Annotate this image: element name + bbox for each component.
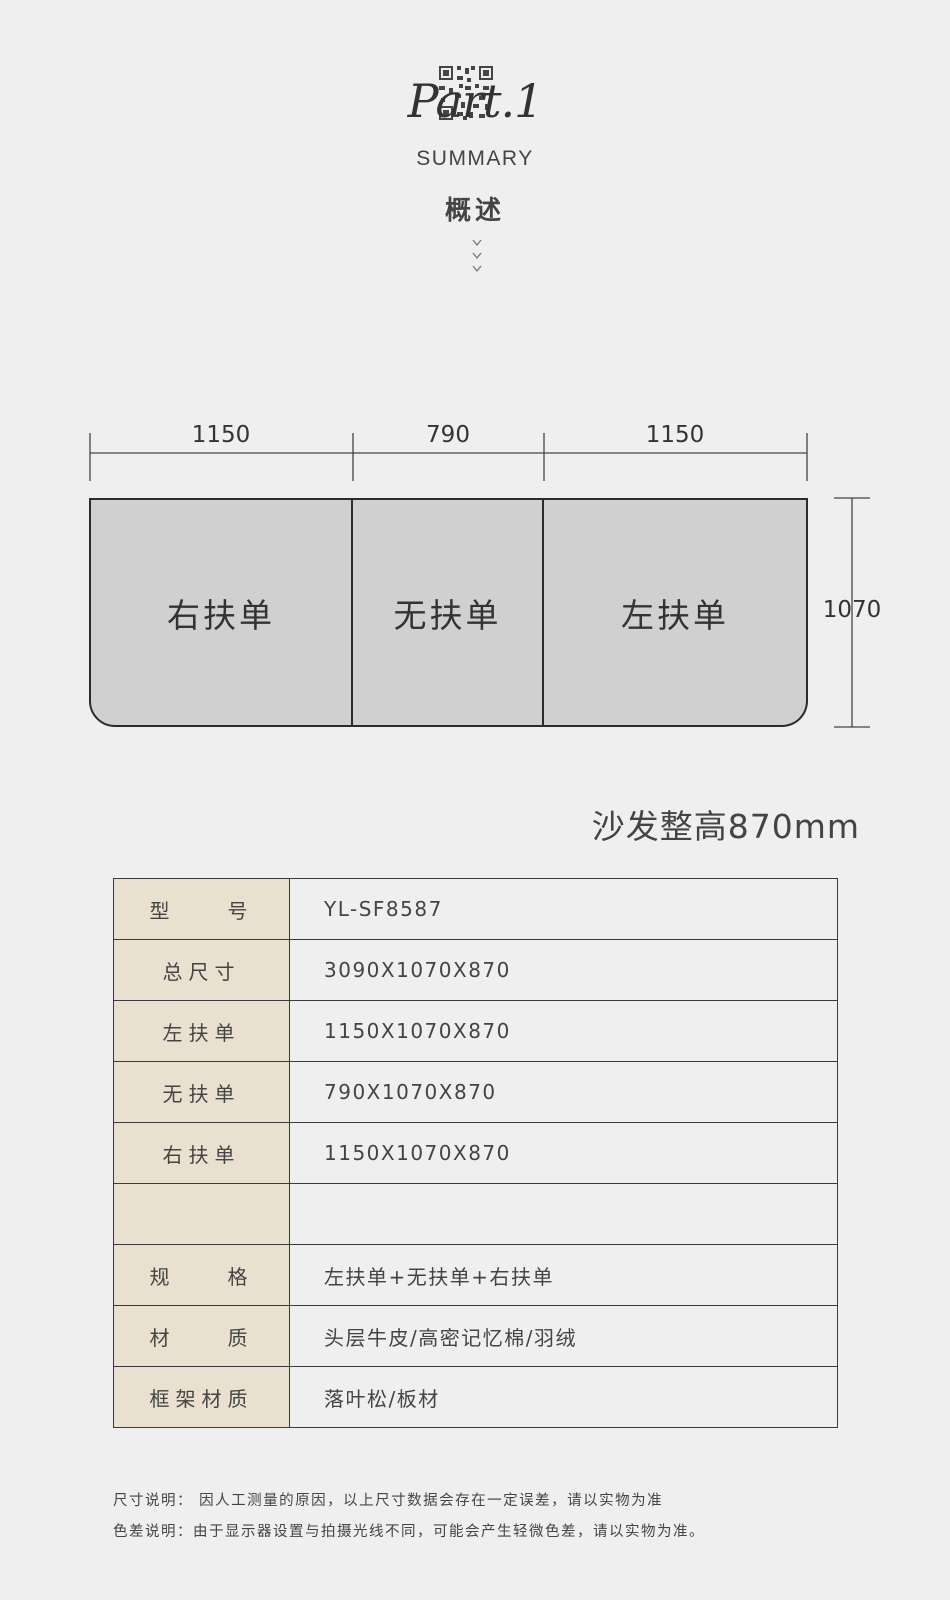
color-note: 色差说明：由于显示器设置与拍摄光线不同，可能会产生轻微色差，请以实物为准。 <box>113 1524 705 1540</box>
spec-value: 1150X1070X870 <box>289 1122 838 1184</box>
table-row: 规 格左扶单+无扶单+右扶单 <box>113 1244 838 1306</box>
spec-label: 规 格 <box>113 1244 290 1306</box>
table-row: 材 质头层牛皮/高密记忆棉/羽绒 <box>113 1305 838 1367</box>
spec-label: 总尺寸 <box>113 939 290 1001</box>
spec-label <box>113 1183 290 1245</box>
depth-label: 1070 <box>822 597 882 623</box>
width-label-right: 1150 <box>645 422 705 448</box>
spec-value: 落叶松/板材 <box>289 1366 838 1428</box>
sofa-segment-left-arm: 左扶单 <box>544 498 808 727</box>
dimension-lines <box>89 433 870 728</box>
spec-value <box>289 1183 838 1245</box>
table-row: 框架材质落叶松/板材 <box>113 1366 838 1428</box>
qr-code-icon <box>437 64 495 122</box>
spec-value: 左扶单+无扶单+右扶单 <box>289 1244 838 1306</box>
spec-label: 无扶单 <box>113 1061 290 1123</box>
footnotes: 尺寸说明： 因人工测量的原因，以上尺寸数据会存在一定误差，请以实物为准 色差说明… <box>113 1486 705 1548</box>
width-label-left: 1150 <box>191 422 251 448</box>
spec-value: YL-SF8587 <box>289 878 838 940</box>
part-title: Part.1 <box>407 74 544 128</box>
spec-label: 框架材质 <box>113 1366 290 1428</box>
down-arrows-icon <box>472 239 482 273</box>
section-title: 概述 <box>444 196 505 226</box>
sofa-segment-right-arm: 右扶单 <box>89 498 353 727</box>
spec-label: 型 号 <box>113 878 290 940</box>
spec-label: 左扶单 <box>113 1000 290 1062</box>
size-note: 尺寸说明： 因人工测量的原因，以上尺寸数据会存在一定误差，请以实物为准 <box>113 1493 664 1509</box>
spec-value: 3090X1070X870 <box>289 939 838 1001</box>
spec-value: 头层牛皮/高密记忆棉/羽绒 <box>289 1305 838 1367</box>
sofa-height-note: 沙发整高870mm <box>591 807 860 846</box>
sofa-segment-armless: 无扶单 <box>353 498 544 727</box>
spec-label: 材 质 <box>113 1305 290 1367</box>
width-label-middle: 790 <box>426 422 470 448</box>
summary-label: SUMMARY <box>416 147 534 170</box>
sofa-layout: 右扶单 无扶单 左扶单 <box>89 498 808 727</box>
spec-value: 1150X1070X870 <box>289 1000 838 1062</box>
spec-label: 右扶单 <box>113 1122 290 1184</box>
table-row <box>113 1183 838 1245</box>
spec-value: 790X1070X870 <box>289 1061 838 1123</box>
